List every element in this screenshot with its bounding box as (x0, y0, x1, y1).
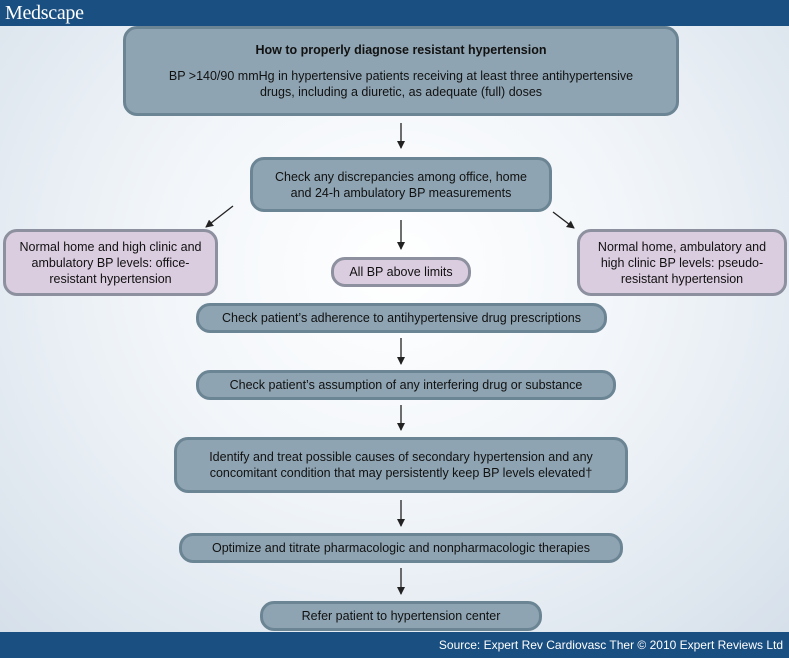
node-secondary-text: Identify and treat possible causes of se… (209, 450, 593, 480)
node-refer-text: Refer patient to hypertension center (301, 609, 501, 623)
node-pseudo-resistant-text: Normal home, ambulatory and high clinic … (597, 239, 767, 286)
header-bar: Medscape (0, 0, 789, 26)
node-secondary: Identify and treat possible causes of se… (174, 437, 628, 493)
node-office-resistant-text: Normal home and high clinic and ambulato… (19, 239, 202, 286)
node-check-discrepancies-text: Check any discrepancies among office, ho… (275, 169, 527, 200)
footer-bar: Source: Expert Rev Cardiovasc Ther © 201… (0, 632, 789, 658)
node-optimize-text: Optimize and titrate pharmacologic and n… (212, 541, 590, 555)
node-office-resistant: Normal home and high clinic and ambulato… (3, 229, 218, 296)
node-definition: How to properly diagnose resistant hyper… (123, 26, 679, 116)
node-pseudo-resistant: Normal home, ambulatory and high clinic … (577, 229, 787, 296)
node-all-above-limits-text: All BP above limits (349, 265, 453, 279)
node-definition-text: BP >140/90 mmHg in hypertensive patients… (168, 69, 634, 99)
node-check-discrepancies: Check any discrepancies among office, ho… (250, 157, 552, 212)
node-definition-title: How to properly diagnose resistant hyper… (255, 43, 547, 57)
node-interfering: Check patient’s assumption of any interf… (196, 370, 616, 400)
node-adherence: Check patient’s adherence to antihyperte… (196, 303, 607, 333)
node-adherence-text: Check patient’s adherence to antihyperte… (221, 311, 581, 325)
node-all-above-limits: All BP above limits (331, 257, 471, 287)
node-refer: Refer patient to hypertension center (260, 601, 542, 631)
arrow-check-to-pseudo-resistant (552, 211, 575, 229)
source-credit: Source: Expert Rev Cardiovasc Ther © 201… (438, 638, 783, 652)
brand-logo: Medscape (5, 2, 84, 24)
node-interfering-text: Check patient’s assumption of any interf… (229, 378, 583, 392)
node-optimize: Optimize and titrate pharmacologic and n… (179, 533, 623, 563)
arrow-check-to-office-resistant (205, 205, 234, 228)
